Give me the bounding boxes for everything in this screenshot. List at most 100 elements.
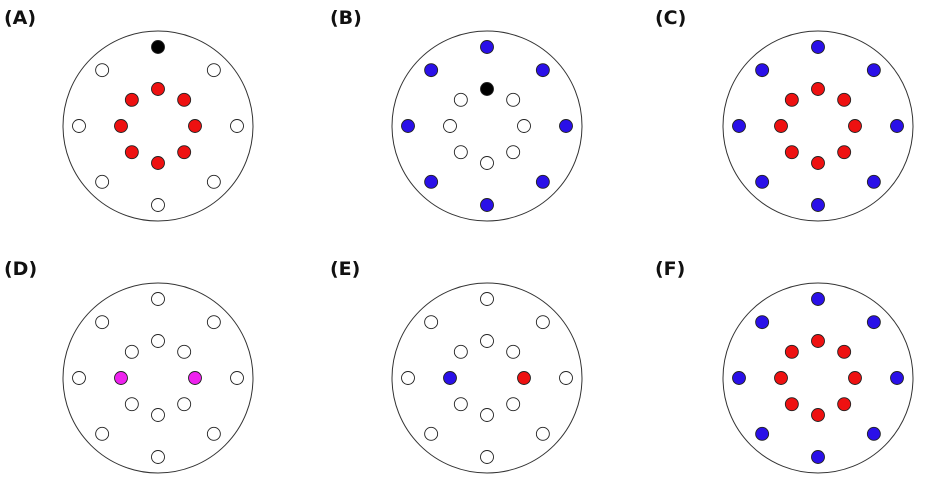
- panel-f-outer-dot-top: [811, 292, 825, 306]
- panel-a-inner-dot-top-right: [177, 92, 192, 107]
- panel-e-outer-dot-bottom-right: [535, 426, 550, 441]
- panel-c-outer-dot-top-left: [755, 63, 770, 78]
- panel-c-boundary: [722, 30, 914, 222]
- panel-c-outer-dot-top: [811, 40, 825, 54]
- panel-f-outer-dot-top-left: [755, 315, 770, 330]
- panel-c-outer-dot-right: [890, 119, 904, 133]
- panel-e: (E): [330, 258, 583, 474]
- panel-b-boundary: [391, 30, 583, 222]
- panel-f-inner-dot-right: [848, 371, 862, 385]
- panel-b-outer-dot-top-left: [424, 63, 439, 78]
- panel-b-inner-dot-left: [443, 119, 457, 133]
- panel-a-inner-dot-top: [151, 82, 165, 96]
- panel-e-outer-dot-right: [559, 371, 573, 385]
- panel-a-inner-dot-bottom-left: [124, 145, 139, 160]
- panel-b-inner-dot-top: [480, 82, 494, 96]
- panel-e-inner-dot-top-left: [453, 344, 468, 359]
- panel-c-inner-dot-left: [774, 119, 788, 133]
- panel-a: (A): [4, 7, 254, 222]
- panel-f: (F): [655, 258, 914, 474]
- panel-d-inner-dot-bottom-left: [124, 397, 139, 412]
- panel-f-inner-dot-top-right: [837, 344, 852, 359]
- panel-c-outer-dot-left: [732, 119, 746, 133]
- panel-e-inner-dot-top: [480, 334, 494, 348]
- panel-d-inner-dot-right: [188, 371, 202, 385]
- panel-e-label: (E): [330, 258, 360, 280]
- panel-b-inner-dot-top-right: [506, 92, 521, 107]
- panel-d-outer-dot-top: [151, 292, 165, 306]
- panel-b-outer-dot-left: [401, 119, 415, 133]
- panel-a-inner-dot-right: [188, 119, 202, 133]
- panel-d-inner-dot-top-right: [177, 344, 192, 359]
- panel-d-inner-dot-top-left: [124, 344, 139, 359]
- panel-d-outer-dot-right: [230, 371, 244, 385]
- panel-f-outer-dot-bottom: [811, 450, 825, 464]
- panel-e-dots: [401, 292, 573, 464]
- panel-a-outer-dot-right: [230, 119, 244, 133]
- panel-e-outer-dot-top: [480, 292, 494, 306]
- panel-f-inner-dot-top: [811, 334, 825, 348]
- panel-d-outer-dot-bottom-right: [206, 426, 221, 441]
- panel-e-inner-dot-right: [517, 371, 531, 385]
- panel-c-inner-dot-right: [848, 119, 862, 133]
- panel-a-dots: [72, 40, 244, 212]
- panel-b-outer-dot-top: [480, 40, 494, 54]
- panel-b-outer-dot-bottom-right: [535, 174, 550, 189]
- panel-c: (C): [655, 7, 914, 222]
- panel-d-outer-dot-bottom-left: [95, 426, 110, 441]
- panel-b-label: (B): [330, 7, 362, 29]
- panel-b-inner-dot-top-left: [453, 92, 468, 107]
- panel-d-outer-dot-top-left: [95, 315, 110, 330]
- panel-d-label: (D): [4, 258, 37, 280]
- panel-e-outer-dot-bottom: [480, 450, 494, 464]
- panel-f-outer-dot-bottom-left: [755, 426, 770, 441]
- panel-c-outer-dot-bottom-left: [755, 174, 770, 189]
- panel-f-label: (F): [655, 258, 685, 280]
- panel-f-inner-dot-bottom: [811, 408, 825, 422]
- panel-c-inner-dot-top-right: [837, 92, 852, 107]
- panel-d-inner-dot-top: [151, 334, 165, 348]
- panel-f-inner-dot-top-left: [784, 344, 799, 359]
- panel-c-inner-dot-bottom: [811, 156, 825, 170]
- panel-e-boundary: [391, 282, 583, 474]
- panel-e-inner-dot-left: [443, 371, 457, 385]
- panel-c-outer-dot-top-right: [866, 63, 881, 78]
- panel-a-outer-dot-top-right: [206, 63, 221, 78]
- panel-a-inner-dot-bottom-right: [177, 145, 192, 160]
- panel-d-dots: [72, 292, 244, 464]
- panel-f-outer-dot-bottom-right: [866, 426, 881, 441]
- panel-b-inner-dot-bottom: [480, 156, 494, 170]
- panel-d-outer-dot-left: [72, 371, 86, 385]
- panel-a-outer-dot-top: [151, 40, 165, 54]
- panel-c-label: (C): [655, 7, 686, 29]
- panel-f-outer-dot-right: [890, 371, 904, 385]
- panel-e-outer-dot-top-right: [535, 315, 550, 330]
- panel-a-inner-dot-left: [114, 119, 128, 133]
- panel-d-inner-dot-bottom-right: [177, 397, 192, 412]
- panel-c-inner-dot-bottom-right: [837, 145, 852, 160]
- panel-f-outer-dot-left: [732, 371, 746, 385]
- panel-f-inner-dot-left: [774, 371, 788, 385]
- panel-a-outer-dot-left: [72, 119, 86, 133]
- panel-e-inner-dot-bottom: [480, 408, 494, 422]
- panel-e-outer-dot-top-left: [424, 315, 439, 330]
- panel-f-inner-dot-bottom-left: [784, 397, 799, 412]
- panel-b-inner-dot-right: [517, 119, 531, 133]
- panel-b-outer-dot-top-right: [535, 63, 550, 78]
- panel-c-outer-dot-bottom-right: [866, 174, 881, 189]
- panel-e-inner-dot-bottom-left: [453, 397, 468, 412]
- panel-d-outer-dot-bottom: [151, 450, 165, 464]
- panel-a-outer-dot-bottom-left: [95, 174, 110, 189]
- panel-b-inner-dot-bottom-left: [453, 145, 468, 160]
- panel-d-boundary: [62, 282, 254, 474]
- panel-c-inner-dot-bottom-left: [784, 145, 799, 160]
- panel-c-dots: [732, 40, 904, 212]
- panel-f-outer-dot-top-right: [866, 315, 881, 330]
- panel-c-inner-dot-top: [811, 82, 825, 96]
- panel-d: (D): [4, 258, 254, 474]
- panel-d-inner-dot-left: [114, 371, 128, 385]
- panel-b: (B): [330, 7, 583, 222]
- panel-e-outer-dot-left: [401, 371, 415, 385]
- panel-f-inner-dot-bottom-right: [837, 397, 852, 412]
- panel-f-dots: [732, 292, 904, 464]
